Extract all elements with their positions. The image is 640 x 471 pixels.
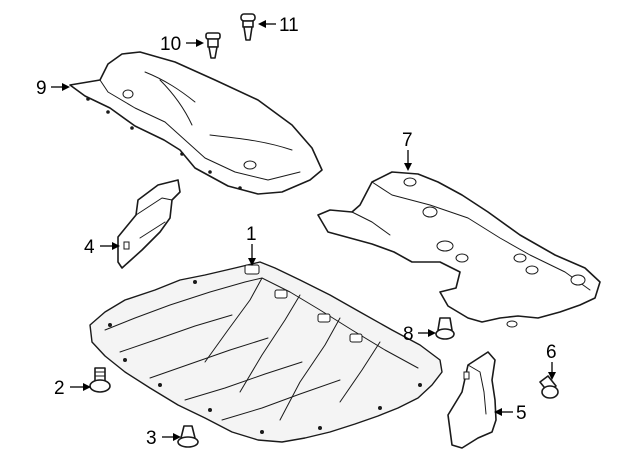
callout-8: 8	[403, 324, 414, 345]
part-6-bolt	[539, 375, 559, 399]
part-8-clip	[435, 317, 455, 340]
part-3-clip	[177, 425, 199, 448]
callout-5: 5	[516, 403, 527, 424]
part-4-bracket	[117, 179, 181, 269]
part-10-clip	[205, 32, 221, 59]
part-9-shield	[69, 51, 323, 195]
part-11-clip	[240, 13, 256, 41]
callout-6: 6	[546, 342, 557, 363]
callout-9: 9	[36, 78, 47, 99]
callout-7: 7	[402, 130, 413, 151]
callout-11: 11	[279, 15, 299, 36]
callout-10: 10	[160, 34, 181, 55]
callout-4: 4	[84, 237, 95, 258]
leader-lines	[51, 20, 556, 441]
callout-2: 2	[54, 378, 65, 399]
callout-1: 1	[246, 224, 257, 245]
part-1-cover	[89, 261, 443, 443]
callout-labels: 1 2 3 4 5 6 7 8 9 10 11	[36, 15, 557, 449]
callout-3: 3	[146, 428, 157, 449]
part-5-bracket	[447, 351, 497, 449]
part-7-shield	[317, 171, 601, 328]
part-2-bolt	[89, 367, 111, 393]
